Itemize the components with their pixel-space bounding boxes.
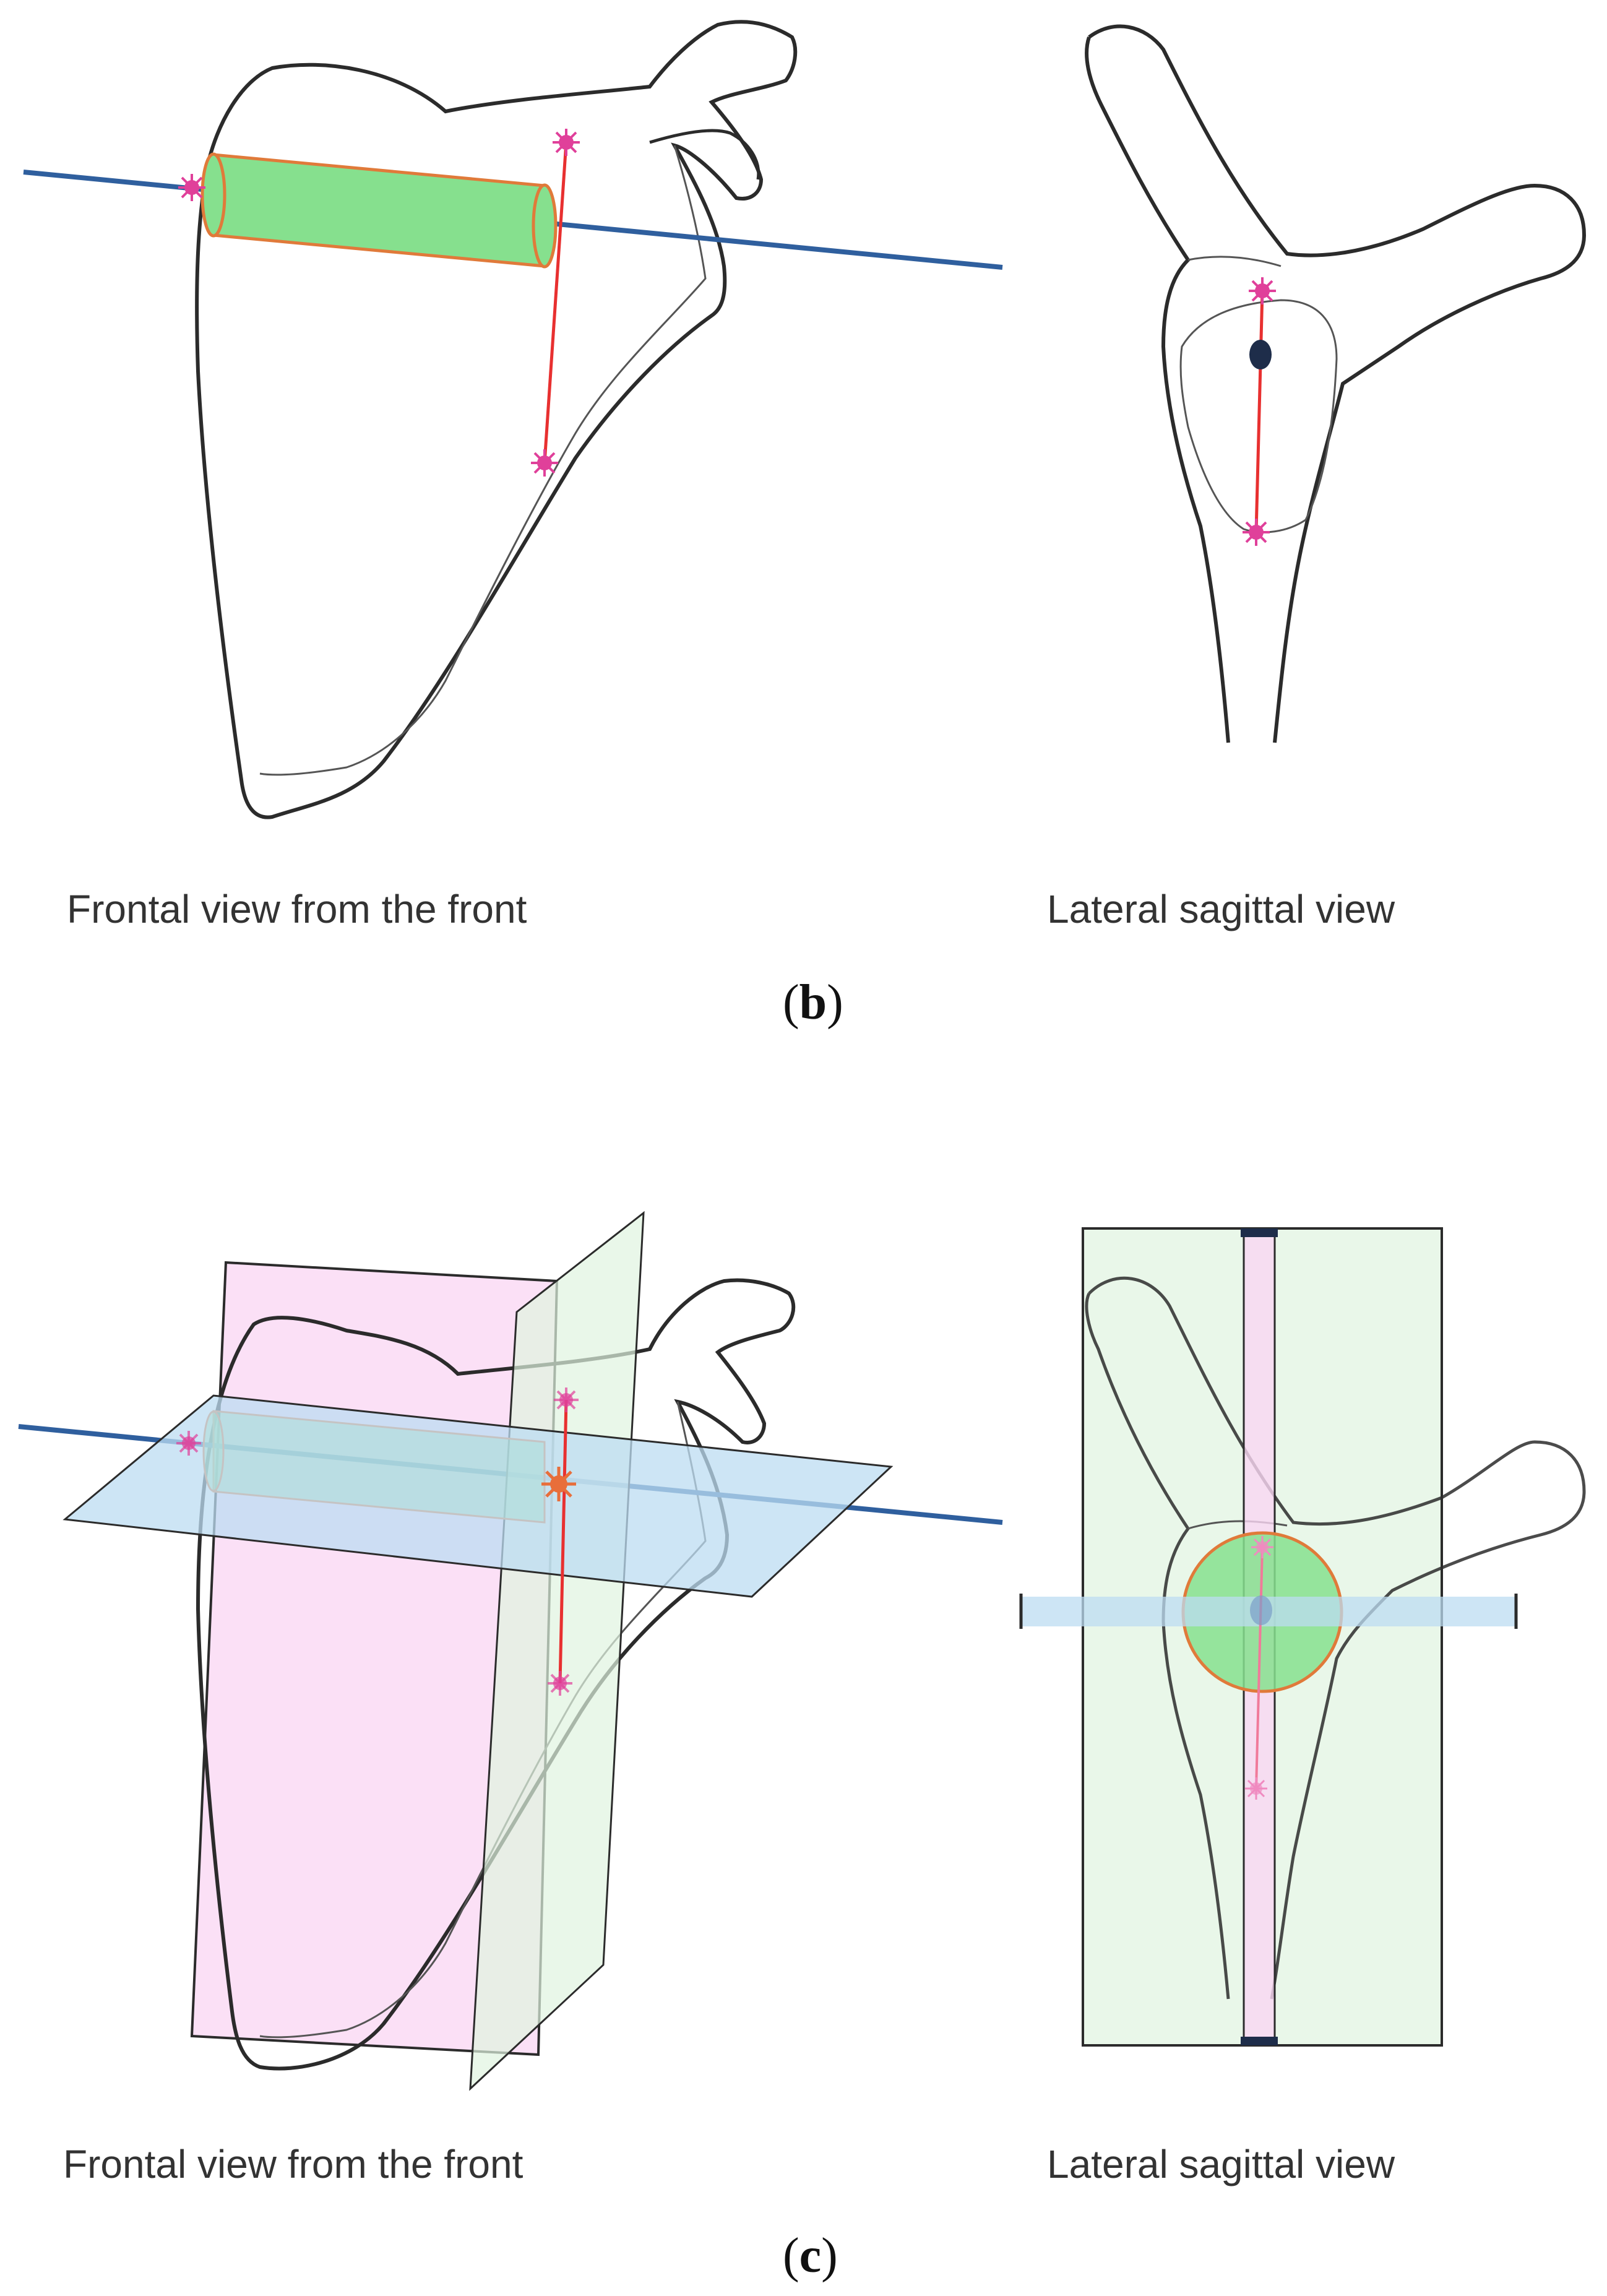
panel-c-lateral-view <box>1019 1227 1586 2047</box>
glenoid-height-line <box>543 142 568 464</box>
glenoid-height-line <box>558 1399 568 1684</box>
landmark-star <box>531 449 558 477</box>
landmark-star <box>553 129 580 156</box>
landmark-star <box>178 174 205 201</box>
landmark-star <box>176 1431 201 1456</box>
glenoid-center-dot <box>1250 1595 1272 1625</box>
scapula-outline <box>195 20 798 819</box>
landmark-star <box>548 1671 572 1696</box>
landmark-star <box>1249 277 1276 304</box>
coracoid-outline <box>649 129 760 180</box>
panel-b-left-caption: Frontal view from the front <box>67 887 527 931</box>
glenoid-height-line <box>1255 1547 1264 1789</box>
glenoid-center-marker <box>541 1467 576 1501</box>
landmark-star <box>1245 1777 1267 1800</box>
landmark-star <box>1243 519 1270 546</box>
panel-c-frontal-view <box>18 1211 1003 2091</box>
panel-c-right-caption: Lateral sagittal view <box>1047 2142 1395 2186</box>
glenoid-rim <box>1179 299 1338 533</box>
axial-plane <box>62 1394 894 1598</box>
landmark-star <box>554 1388 579 1412</box>
panel-b-label: (b) <box>783 975 843 1030</box>
landmark-star <box>1251 1536 1273 1558</box>
panel-c-label: (c) <box>783 2229 838 2283</box>
panel-b-right-caption: Lateral sagittal view <box>1047 887 1395 931</box>
glenoid-center-dot <box>1249 340 1272 369</box>
scapula-inner-contour <box>259 145 707 776</box>
panel-b-frontal-view <box>23 20 1003 819</box>
panel-c-left-caption: Frontal view from the front <box>63 2142 523 2186</box>
implant-cylinder <box>200 152 558 269</box>
glenoid-height-line <box>1254 290 1264 533</box>
panel-b-lateral-view <box>1085 24 1587 743</box>
scapula-lateral-outline <box>1085 24 1587 743</box>
